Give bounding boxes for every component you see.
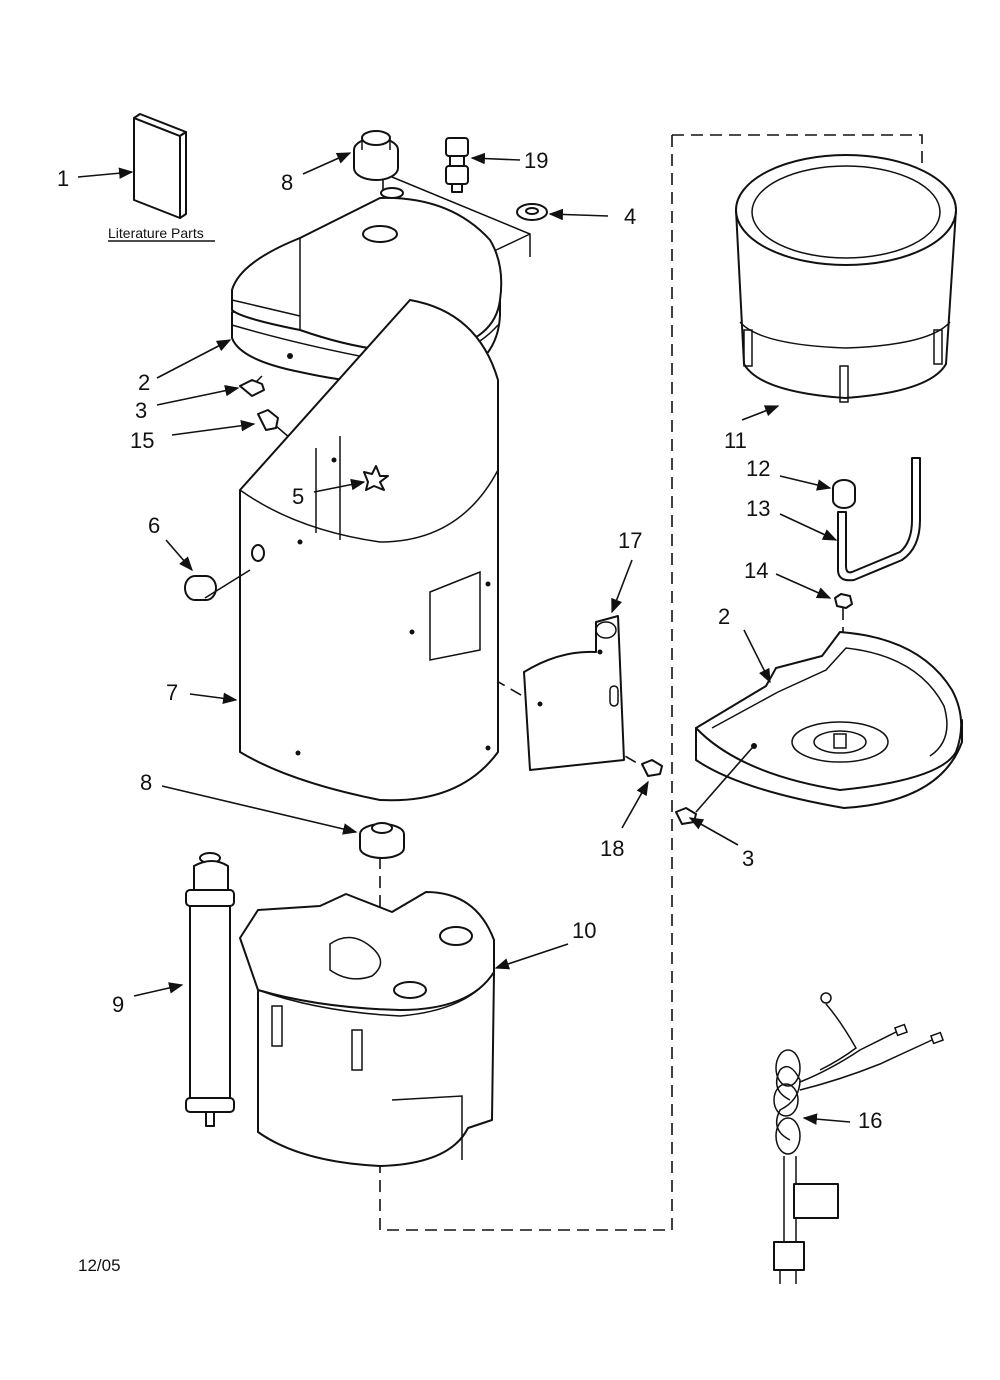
callout-5: 5 [292,484,304,509]
callout-4: 4 [624,204,636,229]
callout-8-mid: 8 [140,770,152,795]
callout-14: 14 [744,558,768,583]
callout-2-top: 2 [138,370,150,395]
screw-15 [257,409,291,439]
callout-16: 16 [858,1108,882,1133]
callout-3-left: 3 [135,398,147,423]
bracket-shield [523,615,625,771]
fitting-connector [445,137,469,193]
literature-parts-label: Literature Parts [108,225,204,241]
drip-tray [695,631,963,809]
callout-1: 1 [57,166,69,191]
callout-12: 12 [746,456,770,481]
screw-left [239,375,265,397]
callout-15: 15 [130,428,154,453]
callout-18: 18 [600,836,624,861]
tube-cap [832,479,856,509]
power-cord-harness [773,992,945,1284]
middle-grommet [359,822,405,859]
star-clip [363,465,389,491]
callout-9: 9 [112,992,124,1017]
top-grommet [353,130,399,181]
callout-17: 17 [618,528,642,553]
callout-6: 6 [148,513,160,538]
washer [391,176,548,257]
callout-10: 10 [572,918,596,943]
screw-right [675,807,697,825]
tube [837,457,921,582]
cabinet-shell [239,299,499,802]
callout-7: 7 [166,680,178,705]
screw-18 [641,759,663,777]
callout-8-top: 8 [281,170,293,195]
callout-2-right: 2 [718,604,730,629]
callout-19: 19 [524,148,548,173]
literature-booklet [133,113,187,219]
callout-13: 13 [746,496,770,521]
reservoir-tank [735,154,957,403]
leader-lines [77,152,851,1125]
filter-cartridge [185,852,235,1127]
callout-numbers: 1 8 19 4 2 3 15 5 6 7 8 9 10 17 18 3 2 1… [57,148,882,1133]
revision-date: 12/05 [78,1256,121,1275]
base-housing [239,891,495,1167]
hole-plug [184,575,217,601]
callout-3-right: 3 [742,846,754,871]
callout-11: 11 [724,428,747,453]
hex-nut [834,593,853,609]
